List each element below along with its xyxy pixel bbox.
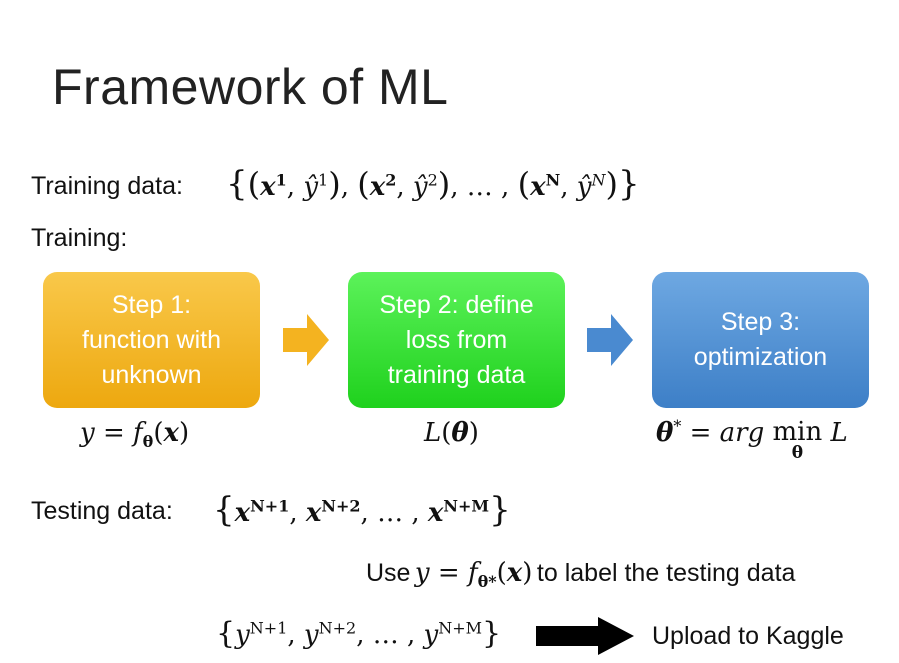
step-3-formula: θ* = arg min θ L xyxy=(656,416,848,463)
step-2-formula: L(θ) xyxy=(424,418,479,448)
step-1-box: Step 1: function with unknown xyxy=(43,272,260,408)
upload-label: Upload to Kaggle xyxy=(652,622,844,650)
training-label: Training: xyxy=(31,224,128,252)
step-2-box: Step 2: define loss from training data xyxy=(348,272,565,408)
arrow-right-icon xyxy=(587,314,633,366)
step-3-line-2: optimization xyxy=(693,343,828,371)
use-line: Use y = fθ*(x) to label the testing data xyxy=(366,558,796,592)
testing-data-set: {xN+1, xN+2, … , xN+M} xyxy=(213,490,511,530)
page-title: Framework of ML xyxy=(52,59,449,115)
step-3-box: Step 3: optimization xyxy=(652,272,869,408)
step-1-line-1: Step 1: xyxy=(111,290,192,319)
step-2-line-3: training data xyxy=(387,360,526,389)
step-1-line-2: function with xyxy=(82,325,221,354)
step-3-line-1: Step 3: xyxy=(720,308,801,336)
step-2-line-2: loss from xyxy=(405,325,508,354)
output-set: {yN+1, yN+2, … , yN+M} xyxy=(216,616,502,651)
arrow-right-icon xyxy=(536,617,634,655)
training-data-set: {(x1, ŷ1), (x2, ŷ2), … , (xN, ŷN)} xyxy=(226,164,640,204)
testing-data-label: Testing data: xyxy=(31,497,173,525)
training-data-label: Training data: xyxy=(31,172,183,200)
step-1-line-3: unknown xyxy=(101,360,202,389)
step-2-line-1: Step 2: define xyxy=(379,290,534,319)
step-1-formula: y = fθ(x) xyxy=(80,418,190,452)
arrow-right-icon xyxy=(283,314,329,366)
